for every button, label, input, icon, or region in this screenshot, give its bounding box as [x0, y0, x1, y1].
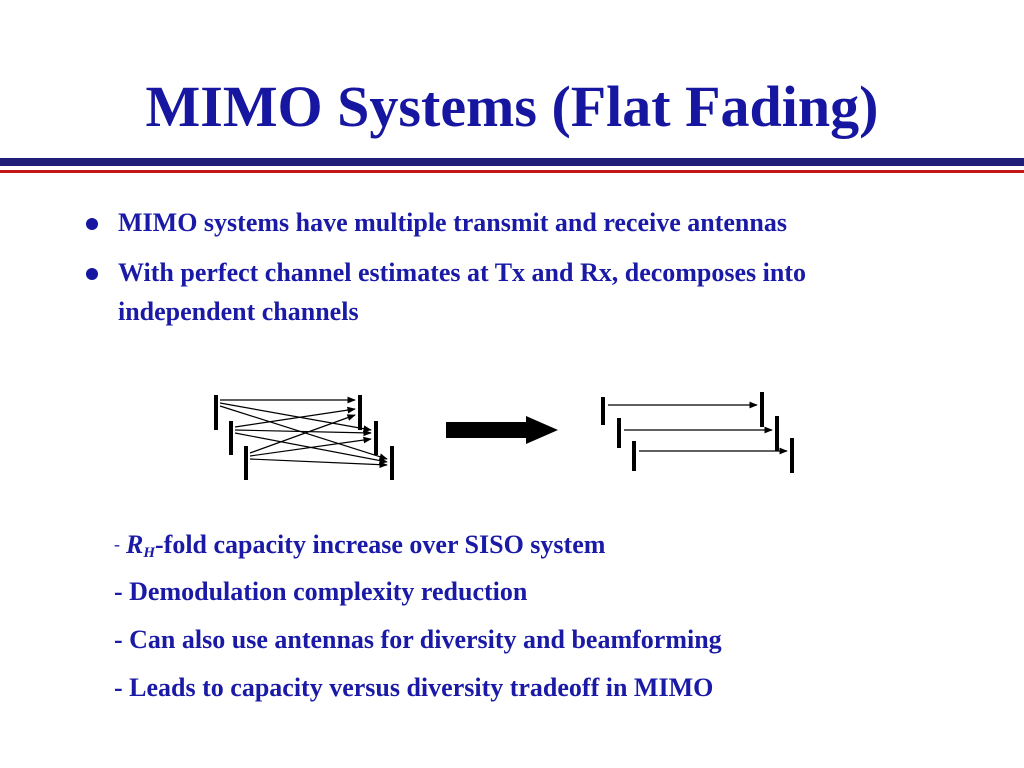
bullet-list: MIMO systems have multiple transmit and …: [78, 203, 938, 342]
transform-arrow-icon: [446, 416, 558, 444]
mimo-decomposition-diagram: [214, 392, 794, 480]
rx-antennas-icon: [760, 392, 794, 473]
sub-point-list: -RH-fold capacity increase over SISO sys…: [114, 528, 994, 720]
bullet-item-antennas: MIMO systems have multiple transmit and …: [78, 203, 938, 242]
channel-paths-icon: [219, 396, 388, 469]
rh-subscript: H: [143, 545, 156, 561]
sub-point-tradeoff: - Leads to capacity versus diversity tra…: [114, 673, 714, 702]
mimo-channel-graphic: [214, 395, 394, 480]
bullet-dot-icon: [86, 218, 98, 230]
bullet-text-decomposition: With perfect channel estimates at Tx and…: [118, 258, 807, 326]
sub-point-capacity-text: -fold capacity increase over SISO system: [155, 530, 606, 559]
tx-antennas-icon: [601, 397, 636, 471]
sub-point-dash: -: [114, 534, 120, 554]
title-rule-navy: [0, 158, 1024, 166]
sub-point-capacity: -RH-fold capacity increase over SISO sys…: [114, 528, 994, 576]
rh-letter: R: [126, 530, 144, 559]
sub-point-demodulation: - Demodulation complexity reduction: [114, 577, 528, 606]
tx-antennas-icon: [214, 395, 248, 480]
title-rule-red: [0, 170, 1024, 173]
sub-point-beamforming: - Can also use antennas for diversity an…: [114, 625, 722, 654]
bullet-item-decomposition: With perfect channel estimates at Tx and…: [78, 253, 938, 331]
rh-symbol: RH: [126, 530, 156, 561]
independent-paths-icon: [608, 401, 788, 455]
parallel-channels-graphic: [601, 392, 794, 473]
bullet-text-antennas: MIMO systems have multiple transmit and …: [118, 208, 787, 237]
slide-title: MIMO Systems (Flat Fading): [145, 74, 879, 139]
rx-antennas-icon: [358, 395, 394, 480]
bullet-dot-icon: [86, 268, 98, 280]
